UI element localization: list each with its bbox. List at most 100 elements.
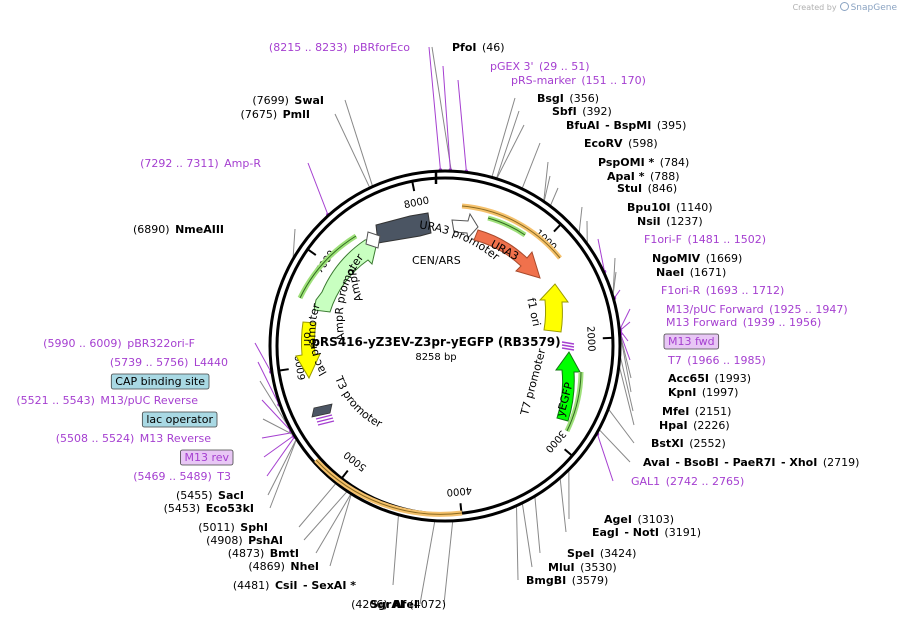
bstxi-part-1: (2552): [684, 437, 726, 450]
saci-text: (5455) SacI: [176, 489, 244, 502]
eagi-part-1: - NotI: [619, 526, 659, 539]
ngomiv-part-0: NgoMIV: [652, 252, 701, 265]
pshai-leader-line: [303, 491, 348, 541]
apai-part-0: ApaI *: [607, 170, 645, 183]
gal1-part-1: (2742 .. 2765): [660, 475, 744, 488]
sphi-part-1: SphI: [235, 521, 268, 534]
avai-part-4: (2719): [817, 456, 859, 469]
bstxi-label: BstXI (2552): [651, 437, 726, 450]
bfuai-part-1: - BspMI: [600, 119, 652, 132]
spei-leader-line: [534, 497, 541, 554]
nsii-text: NsiI (1237): [637, 215, 703, 228]
m13-forward-part-1: (1939 .. 1956): [737, 316, 821, 329]
bpu10i-part-1: (1140): [671, 201, 713, 214]
hpai-label: HpaI (2226): [659, 419, 730, 432]
stui-text: StuI (846): [617, 182, 677, 195]
cap-binding-site-label: CAP binding site: [110, 373, 210, 390]
saci-part-1: SacI: [213, 489, 244, 502]
l4440-leader-line: [257, 361, 280, 405]
bstxi-text: BstXI (2552): [651, 437, 726, 450]
agei-part-0: AgeI: [604, 513, 632, 526]
f1ori-r-text: F1ori-R (1693 .. 1712): [661, 284, 784, 297]
l4440-text: (5739 .. 5756) L4440: [110, 356, 228, 369]
pspomi-part-0: PspOMI *: [598, 156, 655, 169]
f1ori-r-part-1: (1693 .. 1712): [700, 284, 784, 297]
stui-leader-line: [550, 187, 559, 206]
kpni-label: KpnI (1997): [668, 386, 738, 399]
m13-forward-text: M13 Forward (1939 .. 1956): [666, 316, 821, 329]
lac-operator-text: lac operator: [146, 413, 213, 426]
mlui-label: MluI (3530): [548, 561, 617, 574]
m13-forward-leader-line: [619, 321, 631, 331]
ngomiv-part-1: (1669): [700, 252, 742, 265]
pshai-label: (4908) PshAI: [206, 534, 283, 547]
m13-reverse-label: (5508 .. 5524) M13 Reverse: [56, 432, 211, 445]
pfoi-text: PfoI (46): [452, 41, 505, 54]
saci-leader-line: [267, 439, 297, 496]
t7-leader-line: [620, 333, 631, 361]
f1ori-f-part-1: (1481 .. 1502): [682, 233, 766, 246]
pbrforeco-part-1: pBRforEco: [347, 41, 410, 54]
l4440-label: (5739 .. 5756) L4440: [110, 356, 228, 369]
pspomi-text: PspOMI * (784): [598, 156, 689, 169]
bmgbi-label: BmgBI (3579): [526, 574, 608, 587]
lac-region-stripes: [315, 414, 335, 426]
ampr-promoter-feature: [365, 231, 381, 249]
acc65i-text: Acc65I (1993): [668, 372, 751, 385]
m13puc-fwd-part-1: (1925 .. 1947): [764, 303, 848, 316]
bottom-feature-arc-line: [315, 459, 463, 515]
hpai-part-1: (2226): [688, 419, 730, 432]
sphi-leader-line: [298, 483, 336, 528]
ecorv-text: EcoRV (598): [584, 137, 658, 150]
bsgi-part-0: BsgI: [537, 92, 564, 105]
sphi-label: (5011) SphI: [198, 521, 268, 534]
pshai-part-0: (4908): [206, 534, 243, 547]
pbrforeco-part-0: (8215 .. 8233): [269, 41, 348, 54]
pgex3-leader-line: [442, 65, 451, 171]
nsii-label: NsiI (1237): [637, 215, 703, 228]
m13puc-fwd-part-0: M13/pUC Forward: [666, 303, 764, 316]
tick-label-3000: 3000: [543, 428, 568, 454]
f1ori-f-label: F1ori-F (1481 .. 1502): [644, 233, 766, 246]
sbfi-leader-line: [496, 110, 520, 178]
avai-label: AvaI - BsoBI - PaeR7I - XhoI (2719): [643, 456, 859, 469]
m13-reverse-text: (5508 .. 5524) M13 Reverse: [56, 432, 211, 445]
sbfi-label: SbfI (392): [552, 105, 612, 118]
sgrai-part-1: (4072): [404, 598, 446, 611]
gal1-leader-line: [596, 433, 614, 482]
spei-part-0: SpeI: [567, 547, 594, 560]
ngomiv-text: NgoMIV (1669): [652, 252, 742, 265]
afei-text: (4206) AfeI: [351, 598, 418, 611]
pshai-text: (4908) PshAI: [206, 534, 283, 547]
tick-label-4000: 4000: [446, 484, 472, 497]
csii-part-2: - SexAI *: [297, 579, 356, 592]
m13-reverse-leader-line: [261, 432, 292, 439]
snapgene-logo-icon: [839, 2, 849, 11]
backbone-outer-ring: [268, 169, 622, 523]
l4440-part-1: L4440: [188, 356, 228, 369]
pfoi-part-1: (46): [477, 41, 505, 54]
nsii-part-0: NsiI: [637, 215, 661, 228]
bmgbi-leader-line: [516, 506, 519, 581]
avai-leader-line: [599, 429, 631, 463]
swai-leader-line: [344, 99, 373, 186]
avai-part-1: - BsoBI: [670, 456, 719, 469]
bsgi-text: BsgI (356): [537, 92, 599, 105]
pfoi-label: PfoI (46): [452, 41, 505, 54]
ampr-green-arc-line: [299, 235, 357, 299]
t7-promoter-marks: [561, 341, 575, 351]
prs-marker-text: pRS-marker (151 .. 170): [511, 74, 646, 87]
ura3-green-arc-line: [487, 217, 526, 236]
eco53ki-label: (5453) Eco53kI: [164, 502, 254, 515]
avai-text: AvaI - BsoBI - PaeR7I - XhoI (2719): [643, 456, 859, 469]
m13-fwd-leader-line: [619, 330, 629, 342]
bmgbi-text: BmgBI (3579): [526, 574, 608, 587]
t7-part-1: (1966 .. 1985): [682, 354, 766, 367]
bmgbi-part-0: BmgBI: [526, 574, 566, 587]
eagi-part-0: EagI: [592, 526, 619, 539]
cap-binding-site-box: [110, 373, 210, 390]
mfei-leader-line: [620, 357, 634, 412]
t7-text: T7 (1966 .. 1985): [667, 354, 766, 367]
hpai-part-0: HpaI: [659, 419, 688, 432]
t3-part-0: (5469 .. 5489): [133, 470, 212, 483]
